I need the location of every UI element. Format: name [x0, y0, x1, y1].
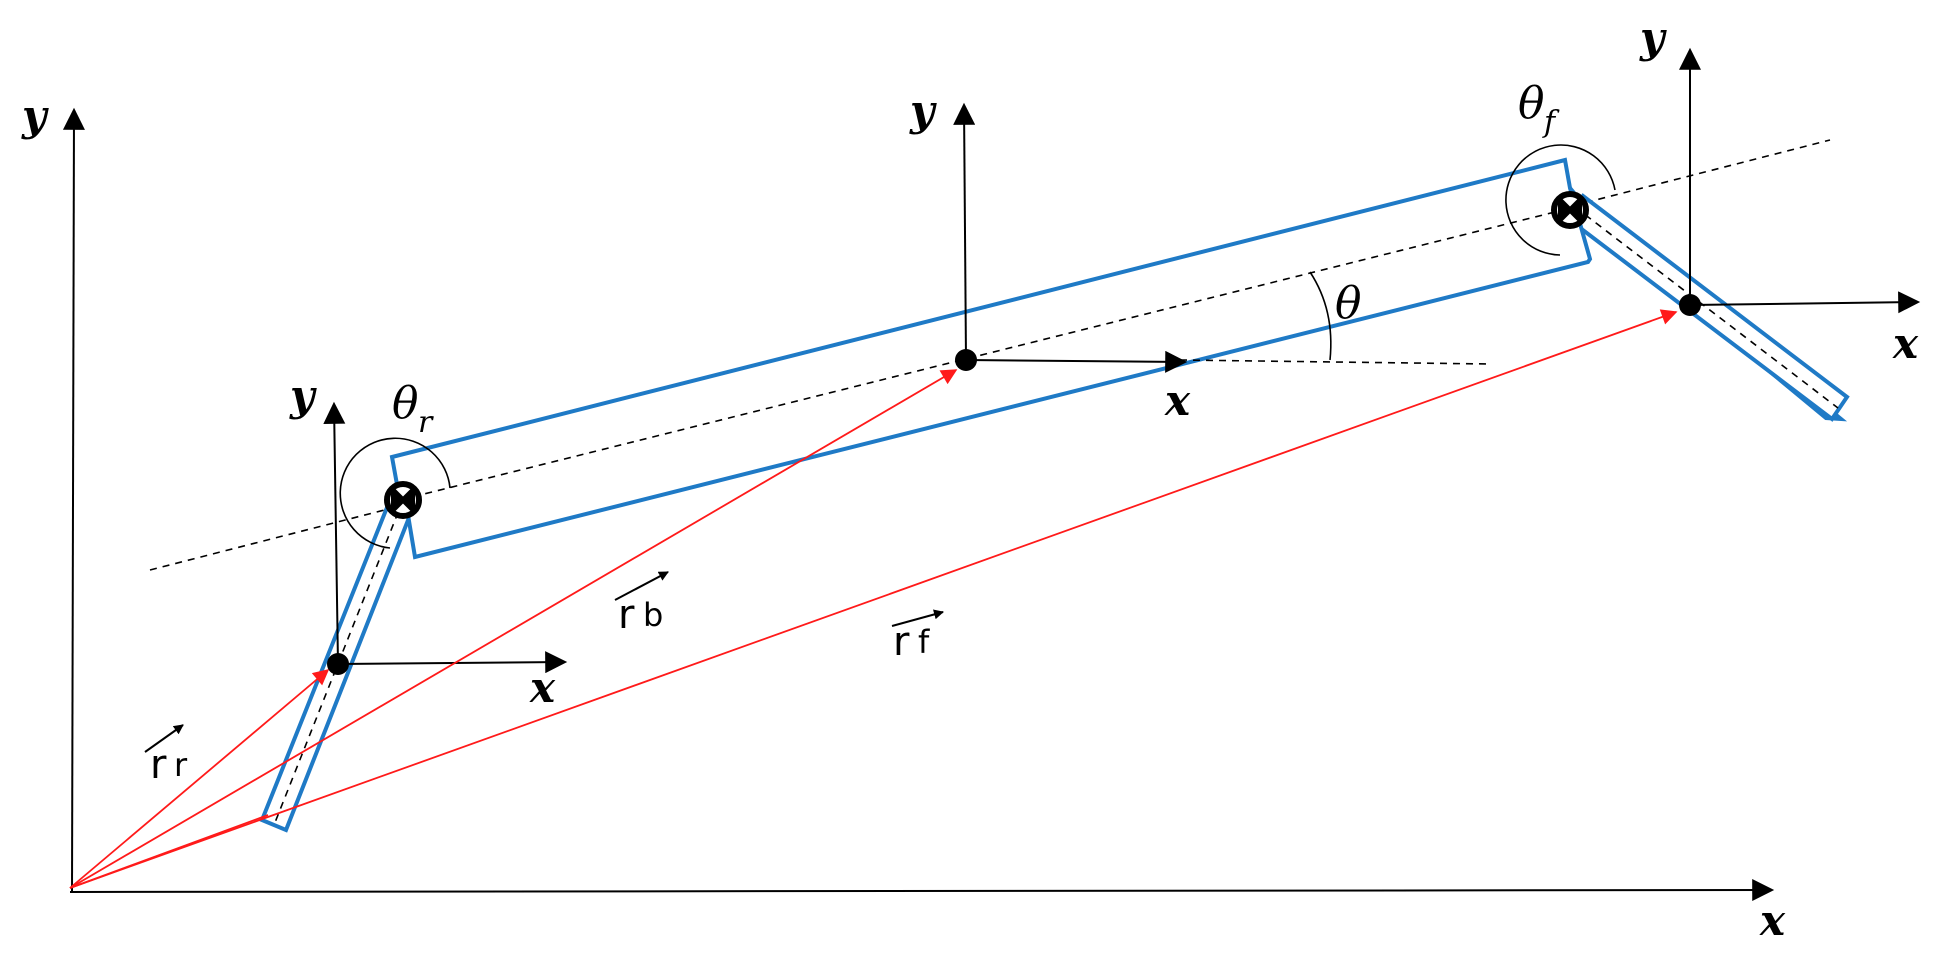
svg-text:θ: θ — [392, 378, 419, 429]
front-wheel-bar — [1564, 193, 1850, 422]
body-outline — [389, 157, 1593, 560]
front-wheel-cg-point — [1679, 294, 1701, 316]
rear-frame-x-label: x — [529, 663, 556, 712]
rear-frame-x-axis — [337, 651, 568, 674]
theta-arc — [1309, 271, 1332, 361]
front-hinge-joint — [1551, 191, 1589, 229]
front-frame-x-axis — [1689, 291, 1921, 314]
front-frame-x-label: x — [1892, 319, 1919, 368]
body-frame: y x — [909, 86, 1191, 425]
svg-text:f: f — [1542, 105, 1560, 140]
theta-r-label: θ r — [392, 378, 434, 440]
label-r-f: r f — [891, 609, 944, 665]
rear-frame-y-axis — [323, 401, 346, 665]
global-y-axis — [62, 107, 85, 893]
body-frame-x-label: x — [1164, 376, 1191, 425]
svg-text:θ: θ — [1518, 78, 1545, 129]
rear-wheel-frame: y x — [289, 371, 568, 712]
front-frame-y-label: y — [1639, 13, 1667, 62]
position-vectors — [69, 309, 1678, 889]
svg-text:r: r — [418, 405, 434, 440]
front-wheel-centerline — [1574, 206, 1839, 409]
global-x-label: x — [1759, 896, 1786, 945]
theta-label: θ — [1335, 278, 1362, 329]
global-frame: y x — [21, 91, 1786, 945]
front-wheel-frame: y x — [1639, 13, 1921, 368]
vector-r-f — [69, 309, 1678, 889]
theta-f-arc — [1505, 144, 1616, 256]
global-x-axis — [69, 879, 1775, 902]
svg-text:b: b — [643, 596, 663, 634]
svg-text:r: r — [150, 742, 167, 788]
svg-text:r: r — [174, 746, 188, 784]
body-frame-y-axis — [953, 102, 976, 361]
rear-wheel-cg-point — [327, 653, 349, 675]
global-y-label: y — [21, 91, 49, 140]
theta-f-label: θ f — [1518, 78, 1560, 140]
vehicle-body — [389, 157, 1593, 560]
body-centerline-inner — [399, 206, 1576, 501]
vector-r-b — [69, 369, 958, 889]
svg-text:f: f — [918, 623, 930, 661]
theta-r-arc — [339, 437, 451, 549]
rear-hinge-joint — [384, 481, 422, 519]
vector-rear-wheel-tip — [69, 814, 269, 889]
body-frame-x-axis — [965, 350, 1188, 373]
svg-text:r: r — [893, 619, 910, 665]
body-cg-point — [955, 349, 977, 371]
body-frame-y-label: y — [909, 86, 937, 135]
svg-text:r: r — [618, 592, 635, 638]
theta-reference-line — [1179, 359, 1491, 365]
theta-angle: θ — [1179, 271, 1491, 365]
rear-frame-y-label: y — [289, 371, 317, 420]
label-r-b: r b — [614, 571, 669, 638]
vector-r-r — [69, 668, 330, 889]
label-r-r: r r — [144, 724, 188, 788]
